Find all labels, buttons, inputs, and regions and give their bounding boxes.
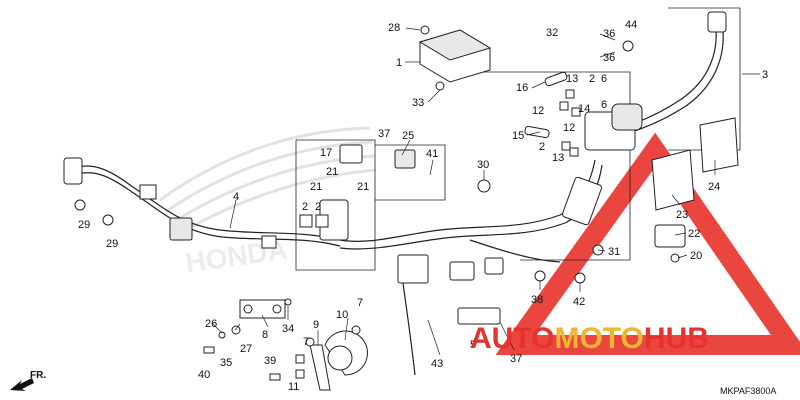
callout-5: 5 [470, 339, 476, 351]
callout-11: 11 [288, 381, 299, 393]
callout-36a: 36 [603, 28, 615, 40]
callout-2c: 2 [302, 201, 308, 213]
ecu-module [418, 25, 492, 91]
callout-12a: 12 [532, 105, 544, 117]
clip-29b [102, 214, 114, 226]
forward-label: FR. [30, 370, 46, 381]
watermark-word-auto: AUTO [470, 322, 554, 355]
callout-29b: 29 [106, 238, 118, 250]
callout-24: 24 [708, 181, 720, 193]
callout-15: 15 [512, 130, 524, 142]
callout-17: 17 [320, 147, 332, 159]
callout-14: 14 [578, 103, 590, 115]
forward-arrow: FR. [10, 370, 46, 391]
callout-10: 10 [336, 309, 348, 321]
callout-31: 31 [608, 246, 620, 258]
callout-21c: 21 [357, 181, 369, 193]
callout-26: 26 [205, 318, 217, 330]
callout-28: 28 [388, 22, 400, 34]
callout-2a: 2 [589, 73, 595, 85]
svg-text:AUTOMOTOHUB: AUTOMOTOHUB [470, 322, 709, 355]
callout-22: 22 [688, 228, 700, 240]
callout-37a: 37 [378, 128, 390, 140]
fuse-set [524, 40, 634, 157]
connector-bracket-5 [457, 307, 501, 325]
callout-3: 3 [762, 69, 768, 81]
connector-left-small [261, 235, 277, 249]
callout-29a: 29 [78, 219, 90, 231]
callout-35: 35 [220, 357, 232, 369]
callout-labels: 1 2 2 2 2 3 4 5 6 6 7 7 8 9 10 11 12 12 … [78, 19, 768, 393]
callout-34: 34 [282, 323, 294, 335]
callout-12b: 12 [563, 122, 575, 134]
callout-38: 38 [531, 294, 543, 306]
callout-39: 39 [264, 355, 276, 367]
left-harness [63, 157, 341, 249]
horn-assembly [305, 325, 368, 391]
callout-43: 43 [431, 358, 443, 370]
callout-2b: 2 [539, 141, 545, 153]
callout-40: 40 [198, 369, 210, 381]
connector-left-end [63, 157, 83, 185]
callout-27: 27 [240, 343, 252, 355]
watermark-word-hub: HUB [644, 322, 709, 355]
control-modules-right [651, 117, 739, 263]
callout-4: 4 [233, 191, 239, 203]
bolts-lower-left [203, 346, 305, 381]
background-wing-logo [159, 126, 377, 238]
callout-2d: 2 [315, 201, 321, 213]
callout-36b: 36 [603, 52, 615, 64]
callout-9: 9 [313, 319, 319, 331]
diagram-code: MKPAF3800A [720, 386, 776, 396]
connector-left-mid [139, 184, 157, 200]
callout-8: 8 [262, 329, 268, 341]
watermark-word-moto: MOTO [554, 322, 643, 355]
callout-42: 42 [573, 296, 585, 308]
connector-block-left [169, 217, 193, 241]
callout-25: 25 [402, 130, 414, 142]
leader-lines [211, 27, 760, 356]
callout-33: 33 [412, 97, 424, 109]
callout-1: 1 [396, 57, 402, 69]
watermark-wordmark: AUTOMOTOHUB [470, 322, 709, 355]
callout-13b: 13 [552, 152, 564, 164]
callout-6a: 6 [601, 73, 607, 85]
callout-21b: 21 [310, 181, 322, 193]
main-harness [299, 144, 604, 376]
callout-7b: 7 [303, 336, 309, 348]
callout-16: 16 [516, 82, 528, 94]
callout-30: 30 [477, 159, 489, 171]
callout-21a: 21 [326, 166, 338, 178]
callout-44: 44 [625, 19, 637, 31]
callout-37b: 37 [510, 353, 522, 365]
clip-29a [74, 199, 86, 211]
callout-23: 23 [676, 209, 688, 221]
callout-41: 41 [426, 148, 438, 160]
watermark-triangle [495, 132, 800, 355]
callout-20: 20 [690, 250, 702, 262]
callout-6b: 6 [601, 99, 607, 111]
bracket-8 [218, 298, 292, 339]
callout-32: 32 [546, 27, 558, 39]
callout-7a: 7 [357, 297, 363, 309]
callout-13a: 13 [566, 73, 578, 85]
starter-relay [584, 103, 643, 151]
